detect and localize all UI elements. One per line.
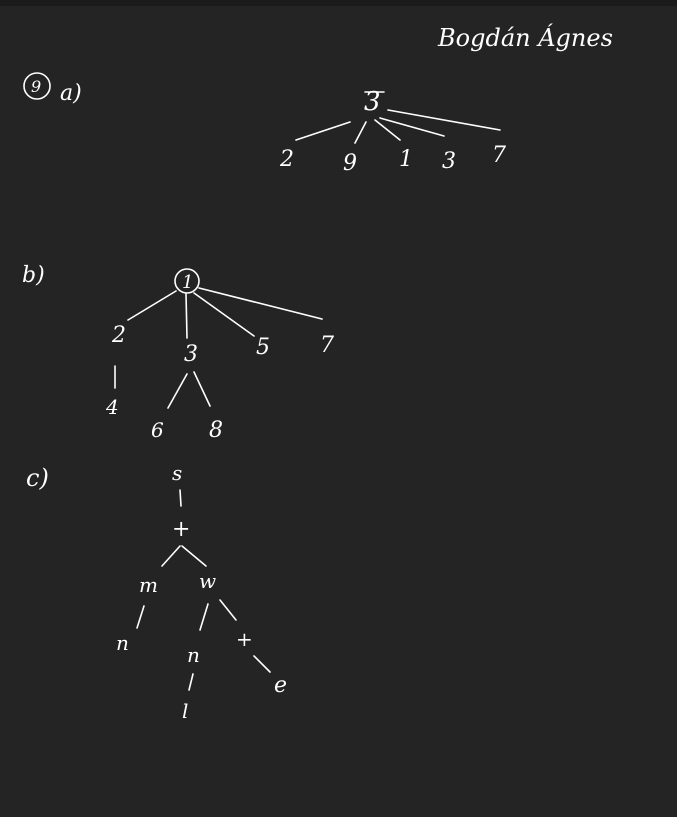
part-a-label: a) — [60, 81, 82, 106]
tree-a-child-2: 9 — [343, 151, 357, 176]
tree-a-edge-4 — [379, 117, 445, 137]
tree-c-node-plus: + — [172, 517, 190, 542]
tree-b-child-5: 5 — [256, 335, 270, 360]
tree-c-node-plus-2: + — [236, 627, 253, 651]
tree-a-child-4: 3 — [442, 149, 456, 174]
top-edge-bar — [0, 0, 677, 6]
tree-b-edge-2 — [127, 290, 177, 321]
tree-c-node-s: s — [172, 461, 182, 485]
tree-c-node-n-left: n — [116, 631, 129, 655]
tree-a-edge-2 — [354, 121, 367, 144]
tree-b: 1 2 3 5 7 4 6 8 — [105, 268, 334, 443]
tree-c-node-w: w — [199, 569, 216, 593]
tree-b-edge-5 — [193, 292, 255, 337]
tree-a-edge-5 — [387, 109, 501, 131]
tree-a-edge-1 — [295, 121, 351, 141]
part-b-label: b) — [22, 263, 45, 288]
tree-b-root-circle — [174, 268, 200, 294]
part-c-label: c) — [26, 464, 49, 492]
tree-a-edge-3 — [374, 119, 401, 141]
tree-a-child-3: 1 — [399, 147, 413, 172]
tree-c-edge-w — [181, 545, 207, 567]
tree-b-grandchild-6: 6 — [151, 418, 164, 442]
tree-b-child-2: 2 — [111, 323, 126, 348]
tree-b-edge-7 — [198, 287, 323, 320]
tree-c-node-l: l — [182, 699, 188, 723]
tree-c-edge-m-n — [136, 605, 145, 629]
tree-a: 3 2 9 1 3 7 — [279, 87, 506, 176]
tree-c-edge-plus-e — [253, 655, 271, 673]
tree-b-grandchild-4: 4 — [105, 395, 119, 419]
author-name: Bogdán Ágnes — [437, 23, 613, 52]
tree-c: s + m w n n + l e — [116, 461, 287, 723]
tree-b-child-7: 7 — [320, 333, 334, 358]
tree-c-node-m: m — [139, 573, 158, 597]
tree-a-root: 3 — [364, 87, 381, 117]
exercise-number: 9 — [31, 77, 41, 96]
tree-a-child-1: 2 — [279, 147, 294, 172]
tree-b-edge-3 — [185, 293, 188, 339]
tree-b-child-3: 3 — [184, 342, 198, 367]
exercise-number-circle: 9 — [23, 72, 51, 100]
tree-b-grandchild-8: 8 — [209, 418, 223, 443]
tree-c-edge-s — [179, 489, 182, 507]
tree-c-node-n-right: n — [187, 643, 200, 667]
tree-c-edge-m — [161, 545, 181, 567]
tree-c-edge-n-l — [188, 673, 194, 691]
tree-b-edge-8 — [193, 371, 211, 407]
tree-b-edge-6 — [167, 373, 188, 409]
tree-a-child-5: 7 — [492, 143, 506, 168]
tree-c-node-e: e — [274, 673, 287, 698]
tree-c-edge-w-plus — [219, 599, 237, 621]
tree-b-root: 1 — [182, 272, 193, 293]
tree-c-edge-w-n — [199, 603, 209, 631]
